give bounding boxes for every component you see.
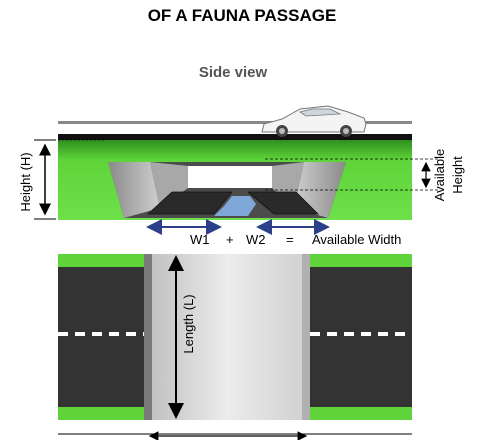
available-height-label-line2: Height (450, 156, 465, 194)
w2-label: W2 (246, 232, 266, 247)
car-icon (261, 105, 367, 137)
plan-view: Length (L) (58, 254, 412, 440)
equals-sign: = (286, 232, 294, 247)
road-left (58, 254, 144, 420)
road-top-line (58, 121, 412, 124)
height-label: Height (H) (18, 152, 33, 211)
width-dimension: W1 + W2 = Available Width (146, 219, 401, 247)
height-dimension: Height (H) (18, 139, 56, 220)
passage-strip (144, 254, 310, 420)
water-channel (214, 196, 256, 216)
culvert-left-wall (108, 162, 160, 218)
length-label: Length (L) (181, 294, 196, 353)
culvert-far-opening (188, 166, 272, 188)
side-view-label: Side view (199, 64, 268, 81)
road-deck (58, 134, 412, 140)
w1-label: W1 (190, 232, 210, 247)
plus-sign: + (226, 232, 234, 247)
available-height-dimension: Available Height (421, 149, 465, 202)
available-height-label-line1: Available (432, 149, 447, 202)
side-view (58, 105, 440, 220)
diagram-title: OF A FAUNA PASSAGE (148, 6, 337, 25)
available-width-label: Available Width (312, 232, 401, 247)
right-walkway (246, 191, 319, 215)
road-right (310, 254, 412, 420)
left-walkway (146, 191, 233, 215)
